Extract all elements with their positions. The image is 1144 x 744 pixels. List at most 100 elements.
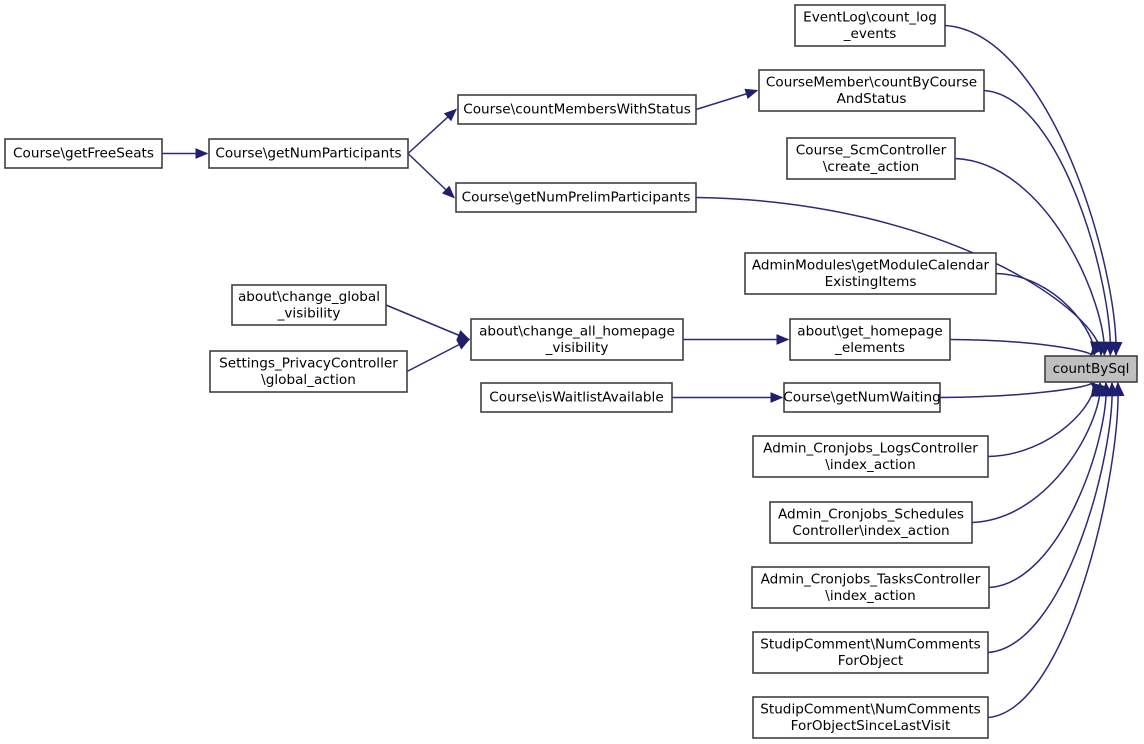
edge-line <box>944 24 1117 356</box>
edge-num_comments_for_object-to-countBySql <box>987 381 1119 654</box>
node-box[interactable] <box>455 182 697 213</box>
graph-node-getNumPrelimParticipants[interactable]: Course\getNumPrelimParticipants <box>455 182 697 213</box>
graph-node-getNumWaiting[interactable]: Course\getNumWaiting <box>783 382 941 413</box>
node-label: StudipComment\NumComments <box>760 701 981 717</box>
graph-node-change_global_visibility[interactable]: about\change_global_visibility <box>231 284 387 326</box>
node-label: Admin_Cronjobs_TasksController <box>761 571 981 587</box>
edge-line <box>954 157 1106 356</box>
edge-line <box>987 382 1095 458</box>
node-box[interactable] <box>783 382 941 413</box>
node-label: Course_ScmController <box>796 142 947 158</box>
node-label: ForObjectSinceLastVisit <box>791 718 951 734</box>
graph-node-getFreeSeats[interactable]: Course\getFreeSeats <box>4 138 163 169</box>
graph-node-change_all_homepage_visibility[interactable]: about\change_all_homepage_visibility <box>470 318 684 361</box>
edge-get_homepage_elements-to-countBySql <box>949 338 1105 356</box>
node-label: countBySql <box>1053 361 1130 377</box>
edge-isWaitlistAvailable-to-getNumWaiting <box>672 392 784 403</box>
node-box[interactable] <box>751 566 990 609</box>
node-label: _visibility <box>545 340 609 356</box>
node-label: _elements <box>834 340 905 356</box>
node-label: Settings_PrivacyController <box>219 355 398 371</box>
edge-line <box>949 338 1092 356</box>
edge-line <box>983 89 1112 356</box>
graph-node-cronjobs_schedules_index[interactable]: Admin_Cronjobs_SchedulesController\index… <box>769 501 973 544</box>
node-label: about\get_homepage <box>797 323 942 339</box>
node-box[interactable] <box>470 318 684 361</box>
node-label: Admin_Cronjobs_LogsController <box>763 440 978 456</box>
node-box[interactable] <box>752 696 989 739</box>
node-box[interactable] <box>4 138 163 169</box>
edge-line <box>987 382 1119 719</box>
arrowhead-icon <box>441 185 455 199</box>
node-label: Course\getNumParticipants <box>215 146 401 162</box>
node-label: Course\getNumWaiting <box>783 390 940 406</box>
edge-change_global_visibility-to-change_all_homepage_visibility <box>385 304 471 341</box>
node-box[interactable] <box>231 284 387 326</box>
node-box[interactable] <box>786 137 956 180</box>
edge-line <box>995 272 1095 356</box>
edge-line <box>971 382 1101 524</box>
node-box[interactable] <box>794 4 946 47</box>
graph-node-getModuleCalendarExistingItems[interactable]: AdminModules\getModuleCalendarExistingIt… <box>744 252 997 295</box>
node-label: ExistingItems <box>825 274 917 290</box>
graph-node-scm_create_action[interactable]: Course_ScmController\create_action <box>786 137 956 180</box>
node-box[interactable] <box>1044 355 1138 383</box>
edge-getNumWaiting-to-countBySql <box>939 382 1105 399</box>
node-label: \create_action <box>823 159 919 175</box>
node-label: about\change_global <box>238 289 380 305</box>
node-label: _visibility <box>277 305 341 321</box>
arrowhead-icon <box>770 392 784 403</box>
node-label: StudipComment\NumComments <box>760 636 981 652</box>
edge-countByCourseAndStatus-to-countBySql <box>983 89 1117 357</box>
node-box[interactable] <box>752 435 989 478</box>
node-box[interactable] <box>480 382 673 413</box>
edge-getNumParticipants-to-countMembersWithStatus <box>407 108 457 155</box>
node-box[interactable] <box>752 631 989 674</box>
graph-node-count_log_events[interactable]: EventLog\count_log_events <box>794 4 946 47</box>
graph-node-isWaitlistAvailable[interactable]: Course\isWaitlistAvailable <box>480 382 673 413</box>
arrowhead-icon <box>456 330 471 341</box>
node-label: Course\getFreeSeats <box>13 146 154 162</box>
edge-cronjobs_logs_index-to-countBySql <box>987 381 1103 458</box>
edge-privacy_global_action-to-change_all_homepage_visibility <box>406 338 471 373</box>
graph-node-countMembersWithStatus[interactable]: Course\countMembersWithStatus <box>457 94 697 125</box>
graph-node-cronjobs_tasks_index[interactable]: Admin_Cronjobs_TasksController\index_act… <box>751 566 990 609</box>
edge-line <box>987 382 1113 654</box>
node-label: Course\isWaitlistAvailable <box>489 390 663 406</box>
node-label: \index_action <box>825 457 915 473</box>
edge-line <box>988 382 1107 589</box>
node-label: Course\getNumPrelimParticipants <box>462 190 691 206</box>
edge-change_all_homepage_visibility-to-get_homepage_elements <box>683 334 790 345</box>
node-label: about\change_all_homepage <box>479 323 675 339</box>
edge-countMembersWithStatus-to-countByCourseAndStatus <box>695 88 759 111</box>
arrowhead-icon <box>456 338 471 350</box>
edge-getNumParticipants-to-getNumPrelimParticipants <box>407 152 455 199</box>
edge-line <box>939 382 1092 399</box>
graph-node-privacy_global_action[interactable]: Settings_PrivacyController\global_action <box>209 350 408 393</box>
edge-line <box>406 338 470 373</box>
node-box[interactable] <box>457 94 697 125</box>
node-label: AndStatus <box>837 91 907 107</box>
node-label: Controller\index_action <box>792 523 949 539</box>
graph-node-num_comments_since_last_visit[interactable]: StudipComment\NumCommentsForObjectSinceL… <box>752 696 989 739</box>
node-box[interactable] <box>769 501 973 544</box>
node-box[interactable] <box>209 350 408 393</box>
arrowhead-icon <box>195 148 209 159</box>
graph-node-cronjobs_logs_index[interactable]: Admin_Cronjobs_LogsController\index_acti… <box>752 435 989 478</box>
edge-num_comments_since_last_visit-to-countBySql <box>987 381 1125 719</box>
graph-node-get_homepage_elements[interactable]: about\get_homepage_elements <box>789 318 951 361</box>
arrowhead-icon <box>1112 381 1125 397</box>
arrowhead-icon <box>744 88 759 100</box>
graph-node-getNumParticipants[interactable]: Course\getNumParticipants <box>208 138 409 169</box>
node-box[interactable] <box>789 318 951 361</box>
node-layer: Course\getFreeSeats Course\getNumParticip… <box>4 4 1138 739</box>
node-box[interactable] <box>758 69 985 112</box>
node-label: ForObject <box>838 653 904 669</box>
graph-node-countBySql[interactable]: countBySql <box>1044 355 1138 383</box>
node-box[interactable] <box>744 252 997 295</box>
node-box[interactable] <box>208 138 409 169</box>
arrowhead-icon <box>1089 341 1105 356</box>
